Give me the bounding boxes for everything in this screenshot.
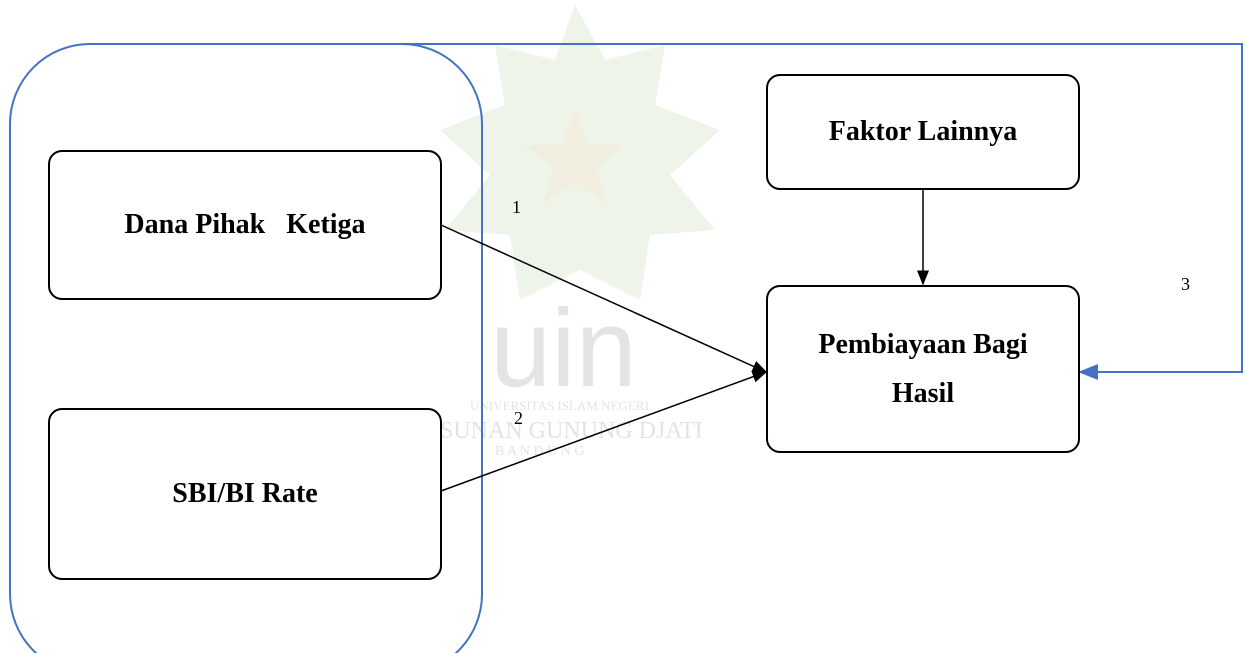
node-sbi-bi-rate: SBI/BI Rate [48,408,442,580]
arrow-1 [440,224,768,373]
arrow-3 [398,43,1243,380]
node-dana-pihak-ketiga-label: Dana Pihak Ketiga [124,209,366,240]
node-faktor-lainnya-label: Faktor Lainnya [828,116,1018,147]
node-pembiayaan-bagi-hasil: Pembiayaan Bagi Hasil [766,285,1080,453]
watermark-inner-star [525,110,625,203]
watermark-star [440,5,720,300]
watermark-logo-text: uin [490,287,637,410]
watermark-line-2: SUNAN GUNUNG DJATI [440,418,703,444]
arrow-2 [440,371,768,492]
node-pembiayaan-label-line1: Pembiayaan Bagi [818,329,1028,360]
node-faktor-lainnya: Faktor Lainnya [766,74,1080,190]
node-dana-pihak-ketiga: Dana Pihak Ketiga [48,150,442,300]
node-sbi-bi-rate-label: SBI/BI Rate [172,478,318,509]
edge-label-3: 3 [1181,274,1190,294]
watermark-line-3: B A N D U N G [495,444,585,459]
edge-label-1: 1 [512,197,521,217]
independent-variables-group [9,43,483,653]
watermark-line-1: UNIVERSITAS ISLAM NEGERI [470,398,649,413]
edge-label-2: 2 [514,408,523,428]
node-pembiayaan-label-line2: Hasil [891,378,955,409]
